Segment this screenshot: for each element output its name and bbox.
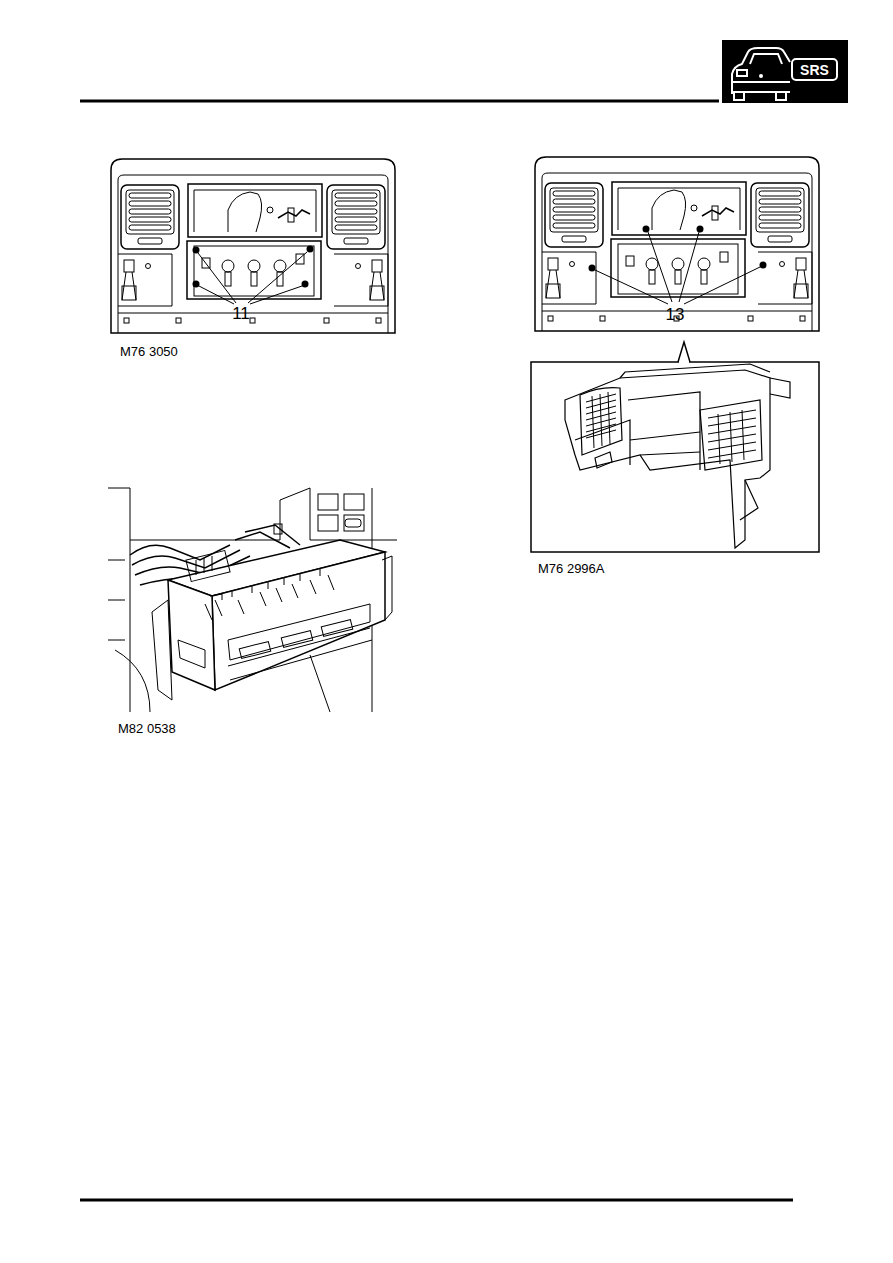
badge-text: SRS — [800, 63, 829, 77]
callout-number: 13 — [666, 306, 685, 323]
callout-number: 11 — [232, 305, 250, 322]
srs-badge: SRS — [791, 58, 838, 81]
figure-code: M82 0538 — [118, 722, 176, 735]
figure-code: M76 3050 — [120, 345, 178, 358]
figure-code: M76 2996A — [538, 562, 605, 575]
